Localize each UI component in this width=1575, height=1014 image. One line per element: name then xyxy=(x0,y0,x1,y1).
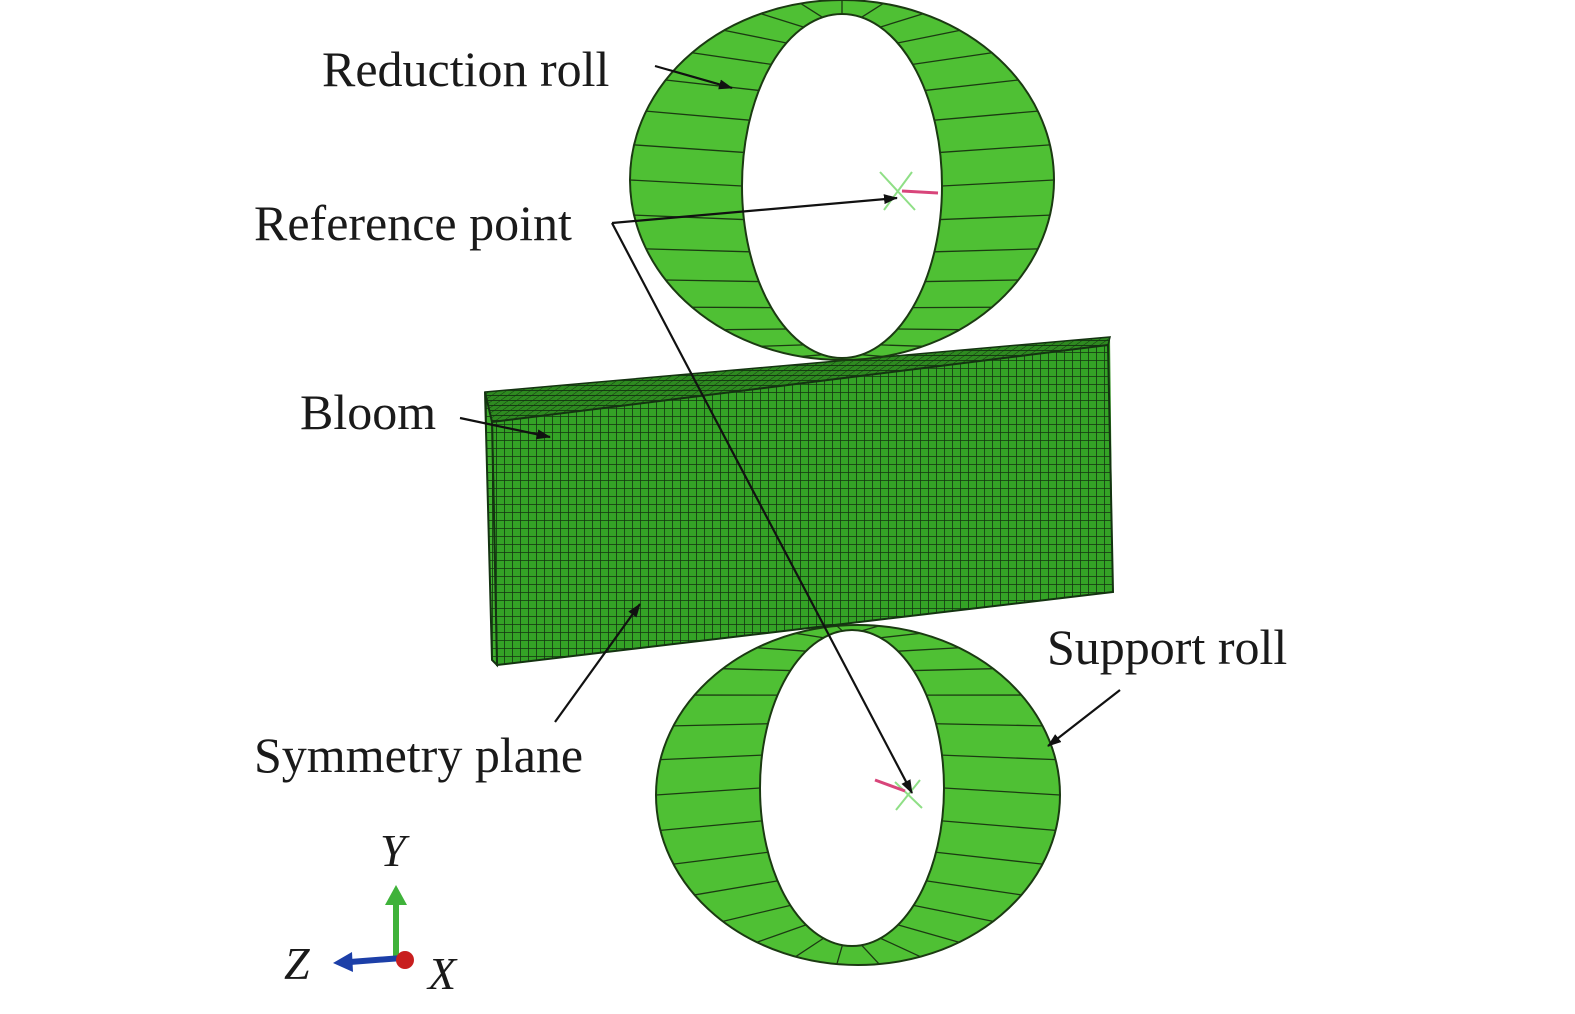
support-roll-reference-marker xyxy=(874,778,923,811)
reduction-roll-reference-marker xyxy=(879,171,939,211)
bloom-label: Bloom xyxy=(300,384,436,440)
support-roll-band xyxy=(656,625,1060,965)
reference-point-leader-bottom xyxy=(611,222,913,794)
z-axis-label: Z xyxy=(284,938,310,989)
z-axis-arrow xyxy=(349,955,403,965)
support-roll-leader xyxy=(1047,689,1121,747)
leader-lines xyxy=(459,64,1121,794)
symmetry-plane-label: Symmetry plane xyxy=(254,727,583,783)
z-axis-arrowhead xyxy=(333,952,353,972)
support-roll-label: Support roll xyxy=(1047,619,1287,675)
x-axis-label: X xyxy=(426,948,458,999)
y-axis-arrowhead xyxy=(385,885,407,905)
reduction-roll-outline xyxy=(628,0,1056,361)
reduction-roll-inner-edge xyxy=(740,13,944,359)
support-roll xyxy=(654,624,1062,966)
support-roll-inner-edge xyxy=(758,629,946,947)
reference-point-label: Reference point xyxy=(254,195,572,251)
reduction-roll-band xyxy=(630,0,1054,360)
x-axis-dot xyxy=(396,951,414,969)
coordinate-triad: Y Z X xyxy=(284,825,458,999)
reduction-roll-leader xyxy=(654,64,733,90)
reduction-roll-segments xyxy=(629,0,1055,360)
bloom-end-face xyxy=(484,391,499,668)
symmetry-plane-leader xyxy=(554,603,641,723)
bloom-mesh xyxy=(484,336,1115,668)
reduction-roll xyxy=(628,0,1056,361)
bloom-leader xyxy=(459,416,551,440)
reduction-roll-label: Reduction roll xyxy=(322,41,609,97)
y-axis-label: Y xyxy=(380,825,410,876)
support-roll-outline xyxy=(654,624,1062,966)
reference-point-leader-top xyxy=(611,194,898,225)
